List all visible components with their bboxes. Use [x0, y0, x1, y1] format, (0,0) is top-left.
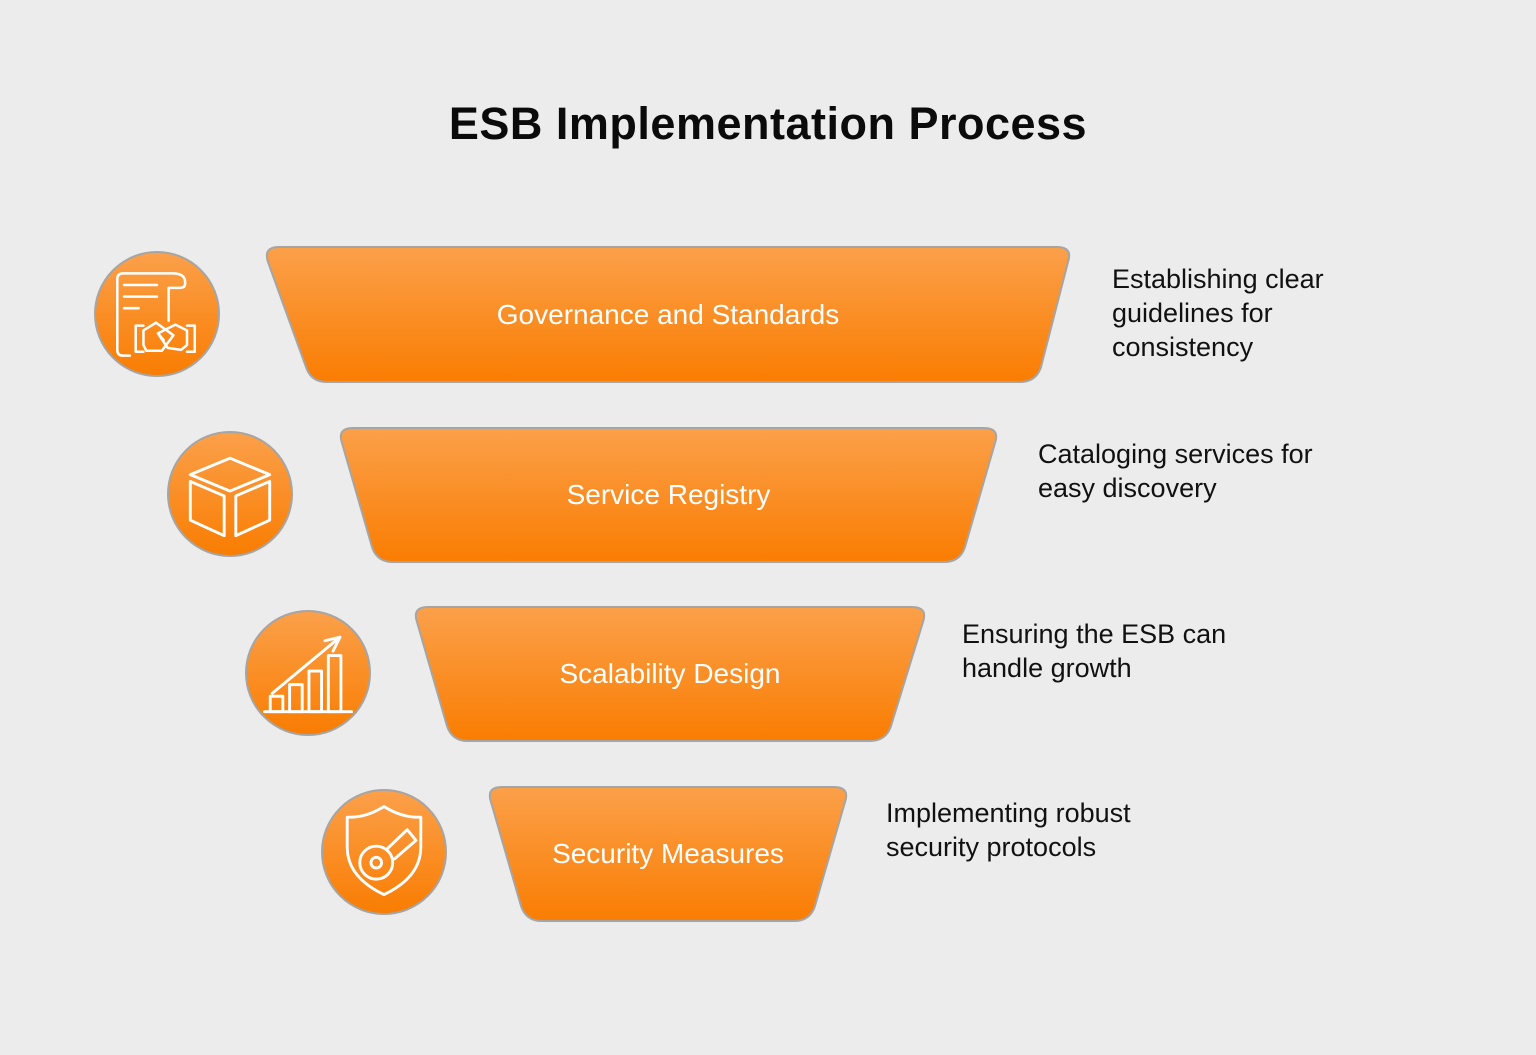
stage-3-label: Scalability Design [559, 658, 781, 689]
cube-icon [167, 431, 293, 557]
funnel-stage-1-shape [265, 246, 1071, 383]
stage-3-description: Ensuring the ESB can handle growth [962, 619, 1227, 684]
stage-2-label: Service Registry [566, 479, 771, 510]
funnel-stage-4-shape [488, 786, 848, 922]
stage-4-label: Security Measures [552, 838, 784, 869]
stage-1-label: Governance and Standards [496, 298, 840, 330]
page-title: ESB Implementation Process [448, 98, 1088, 149]
stage-1-description: Establishing clear guidelines for consis… [1112, 264, 1324, 363]
shield-key-icon [321, 789, 447, 915]
growth-chart-icon [245, 610, 371, 736]
stage-2-description: Cataloging services for easy discovery [1038, 439, 1313, 504]
contract-handshake-icon [94, 251, 220, 377]
stage-4-description: Implementing robust security protocols [886, 798, 1131, 863]
funnel-stage-2-shape [339, 427, 998, 563]
funnel-stage-3-shape [414, 606, 926, 742]
